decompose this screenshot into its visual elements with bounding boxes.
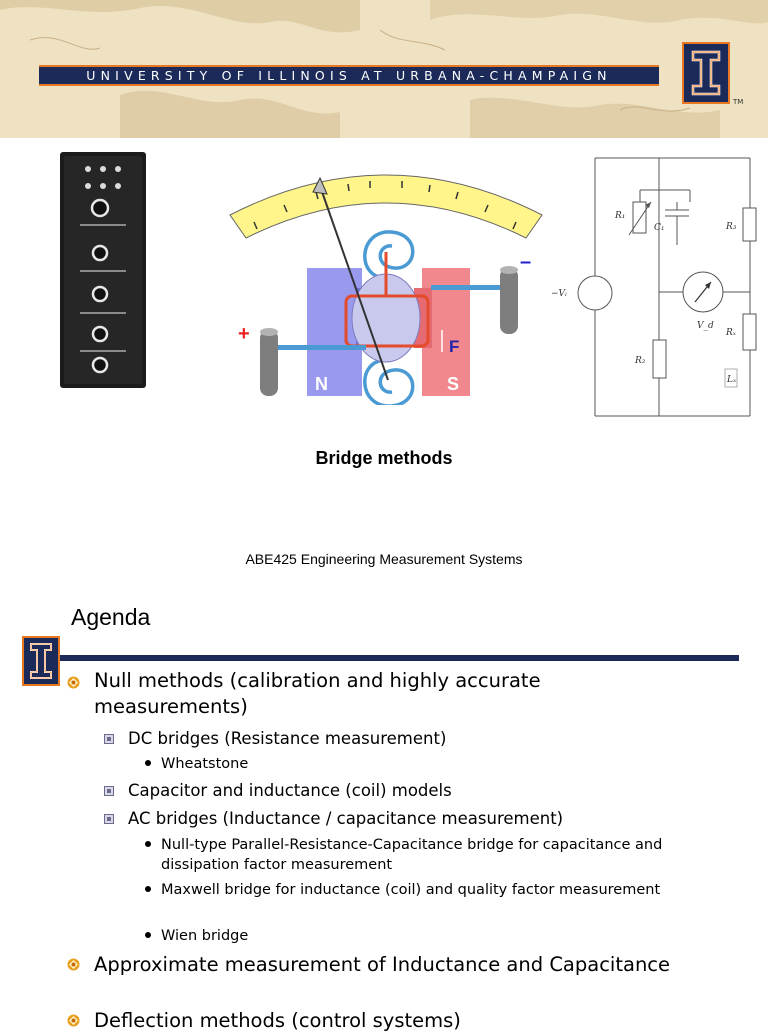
university-name: UNIVERSITY OF ILLINOIS AT URBANA-CHAMPAI… xyxy=(86,68,612,83)
dot-bullet-icon xyxy=(145,932,151,938)
orange-diamond-bullet-icon xyxy=(67,958,80,971)
trademark-mark: TM xyxy=(733,98,744,106)
force-label: F xyxy=(449,337,459,356)
orange-diamond-bullet-icon xyxy=(67,676,80,689)
decade-resistance-box-image xyxy=(58,152,148,388)
list-item: DC bridges (Resistance measurement) xyxy=(128,729,447,748)
list-item: Capacitor and inductance (coil) models xyxy=(128,781,452,800)
list-item: Null-type Parallel-Resistance-Capacitanc… xyxy=(161,837,663,873)
block-i-logo-small xyxy=(22,636,60,686)
list-item: Null methods (calibration and highly acc… xyxy=(94,669,541,718)
minus-terminal-label: – xyxy=(520,251,531,273)
block-i-icon xyxy=(30,643,52,679)
north-pole-label: N xyxy=(315,374,328,394)
dot-bullet-icon xyxy=(145,886,151,892)
header-banner: UNIVERSITY OF ILLINOIS AT URBANA-CHAMPAI… xyxy=(0,0,768,138)
orange-diamond-bullet-icon xyxy=(67,1014,80,1027)
university-name-bar: UNIVERSITY OF ILLINOIS AT URBANA-CHAMPAI… xyxy=(39,65,659,86)
dot-bullet-icon xyxy=(145,841,151,847)
list-item: Deflection methods (control systems) xyxy=(94,1009,461,1032)
block-i-icon xyxy=(691,50,721,96)
list-item: Wien bridge xyxy=(161,928,249,944)
block-i-logo xyxy=(682,42,730,104)
list-item: AC bridges (Inductance / capacitance mea… xyxy=(128,809,564,828)
bridge-circuit-diagram: R₁ C₁ R₃ R₂ Rₓ Lₓ −Vᵢ V_d xyxy=(545,150,760,420)
label-r1: R₁ xyxy=(614,211,625,221)
list-item: Maxwell bridge for inductance (coil) and… xyxy=(161,882,661,898)
title-rule xyxy=(60,655,739,661)
list-item: Wheatstone xyxy=(161,756,249,772)
plus-terminal-label: + xyxy=(238,323,250,345)
list-item: Approximate measurement of Inductance an… xyxy=(94,953,671,976)
label-r2: R₂ xyxy=(634,356,646,366)
label-c1: C₁ xyxy=(654,223,665,233)
figure-caption: Bridge methods xyxy=(315,448,453,468)
square-bullet-icon xyxy=(104,786,114,796)
label-vd: V_d xyxy=(697,321,714,331)
dot-bullet-icon xyxy=(145,760,151,766)
galvanometer-diagram: N S F + – xyxy=(226,160,546,408)
square-bullet-icon xyxy=(104,734,114,744)
label-vi: −Vᵢ xyxy=(551,289,567,299)
label-lx: Lₓ xyxy=(726,375,737,385)
label-rx: Rₓ xyxy=(725,328,737,338)
label-r3: R₃ xyxy=(725,222,737,232)
south-pole-label: S xyxy=(447,374,459,394)
course-title: ABE425 Engineering Measurement Systems xyxy=(245,551,523,567)
agenda-title: Agenda xyxy=(71,604,151,630)
square-bullet-icon xyxy=(104,814,114,824)
